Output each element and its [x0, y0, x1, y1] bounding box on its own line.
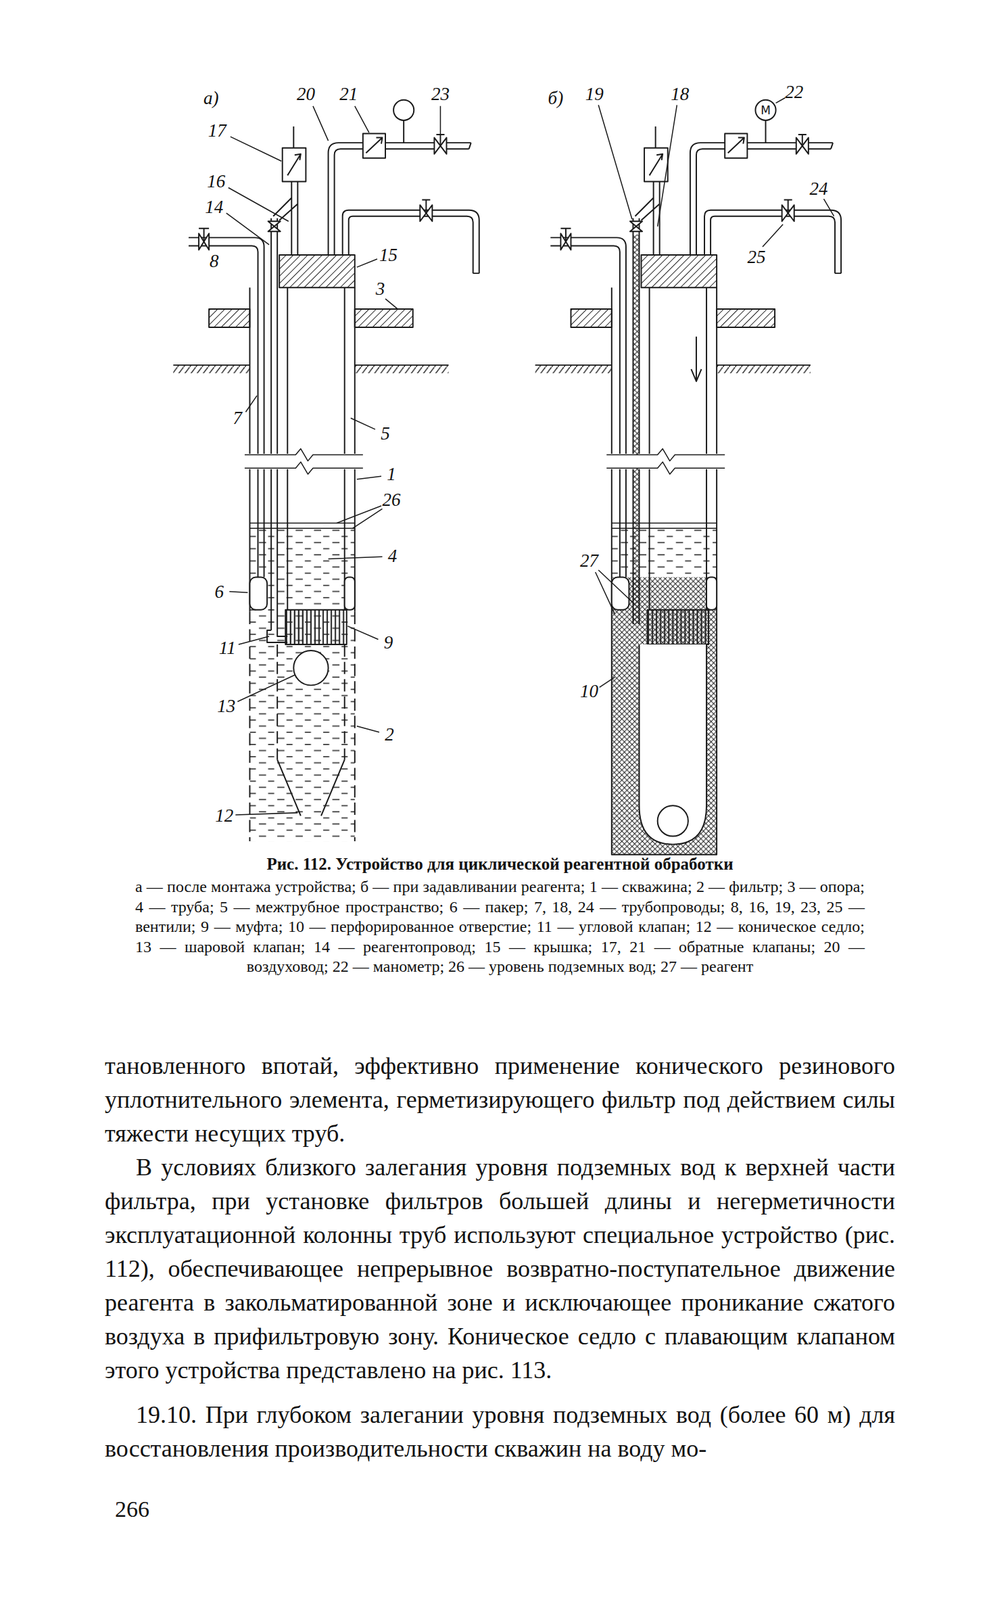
- callout-number: 19: [585, 84, 604, 103]
- callout-number: 16: [206, 172, 226, 191]
- callout-number: 7: [233, 409, 243, 428]
- callout-number: 9: [383, 633, 394, 652]
- callout-number: 3: [375, 279, 386, 298]
- panel-a-upper: [173, 100, 479, 454]
- callout-number: 26: [382, 490, 401, 509]
- panel-a-lower: [242, 448, 364, 842]
- callout-number: 8: [209, 252, 220, 271]
- paragraph: тановленного впотай, эффективно применен…: [104, 1048, 896, 1150]
- callout-number: 14: [204, 198, 224, 217]
- figure-caption-block: Рис. 112. Устройство для циклической реа…: [104, 853, 896, 977]
- figure-caption: Рис. 112. Устройство для циклической реа…: [104, 853, 896, 875]
- body-text: тановленного впотай, эффективно применен…: [104, 1048, 896, 1465]
- callout-number: 10: [580, 682, 599, 701]
- callout-number: 17: [208, 121, 227, 140]
- caption-key: а — после монтажа устройства; б — при за…: [104, 876, 896, 977]
- callout-number: 24: [809, 179, 828, 198]
- gauge-letter: М: [760, 104, 771, 116]
- callout-number: 15: [379, 246, 398, 265]
- callout-number: 25: [747, 248, 766, 267]
- panel-letter: а): [203, 88, 220, 107]
- leader-lines: [226, 98, 835, 815]
- drawing: [173, 98, 842, 855]
- callout-number: 6: [214, 582, 224, 601]
- well-figure: [0, 0, 985, 873]
- panel-b-upper: [535, 100, 842, 454]
- callout-number: 20: [296, 84, 316, 103]
- callout-number: 12: [214, 806, 234, 825]
- page-number: 266: [114, 1497, 150, 1521]
- callout-number: 27: [580, 551, 599, 570]
- callout-number: 21: [339, 84, 358, 103]
- panel-b-lower: [604, 234, 725, 855]
- callout-number: 22: [784, 82, 804, 101]
- callout-number: 4: [388, 546, 398, 565]
- paragraph: В условиях близкого залегания уровня под…: [104, 1149, 896, 1387]
- callout-number: 5: [380, 423, 391, 443]
- callout-number: 1: [386, 465, 397, 484]
- callout-number: 2: [384, 724, 395, 743]
- panel-letter: б): [548, 88, 564, 107]
- callout-number: 11: [219, 638, 236, 657]
- paragraph: 19.10. При глубоком залегании уровня под…: [104, 1397, 896, 1465]
- callout-number: 18: [670, 84, 689, 103]
- callout-number: 13: [217, 696, 236, 715]
- callout-number: 23: [431, 84, 450, 103]
